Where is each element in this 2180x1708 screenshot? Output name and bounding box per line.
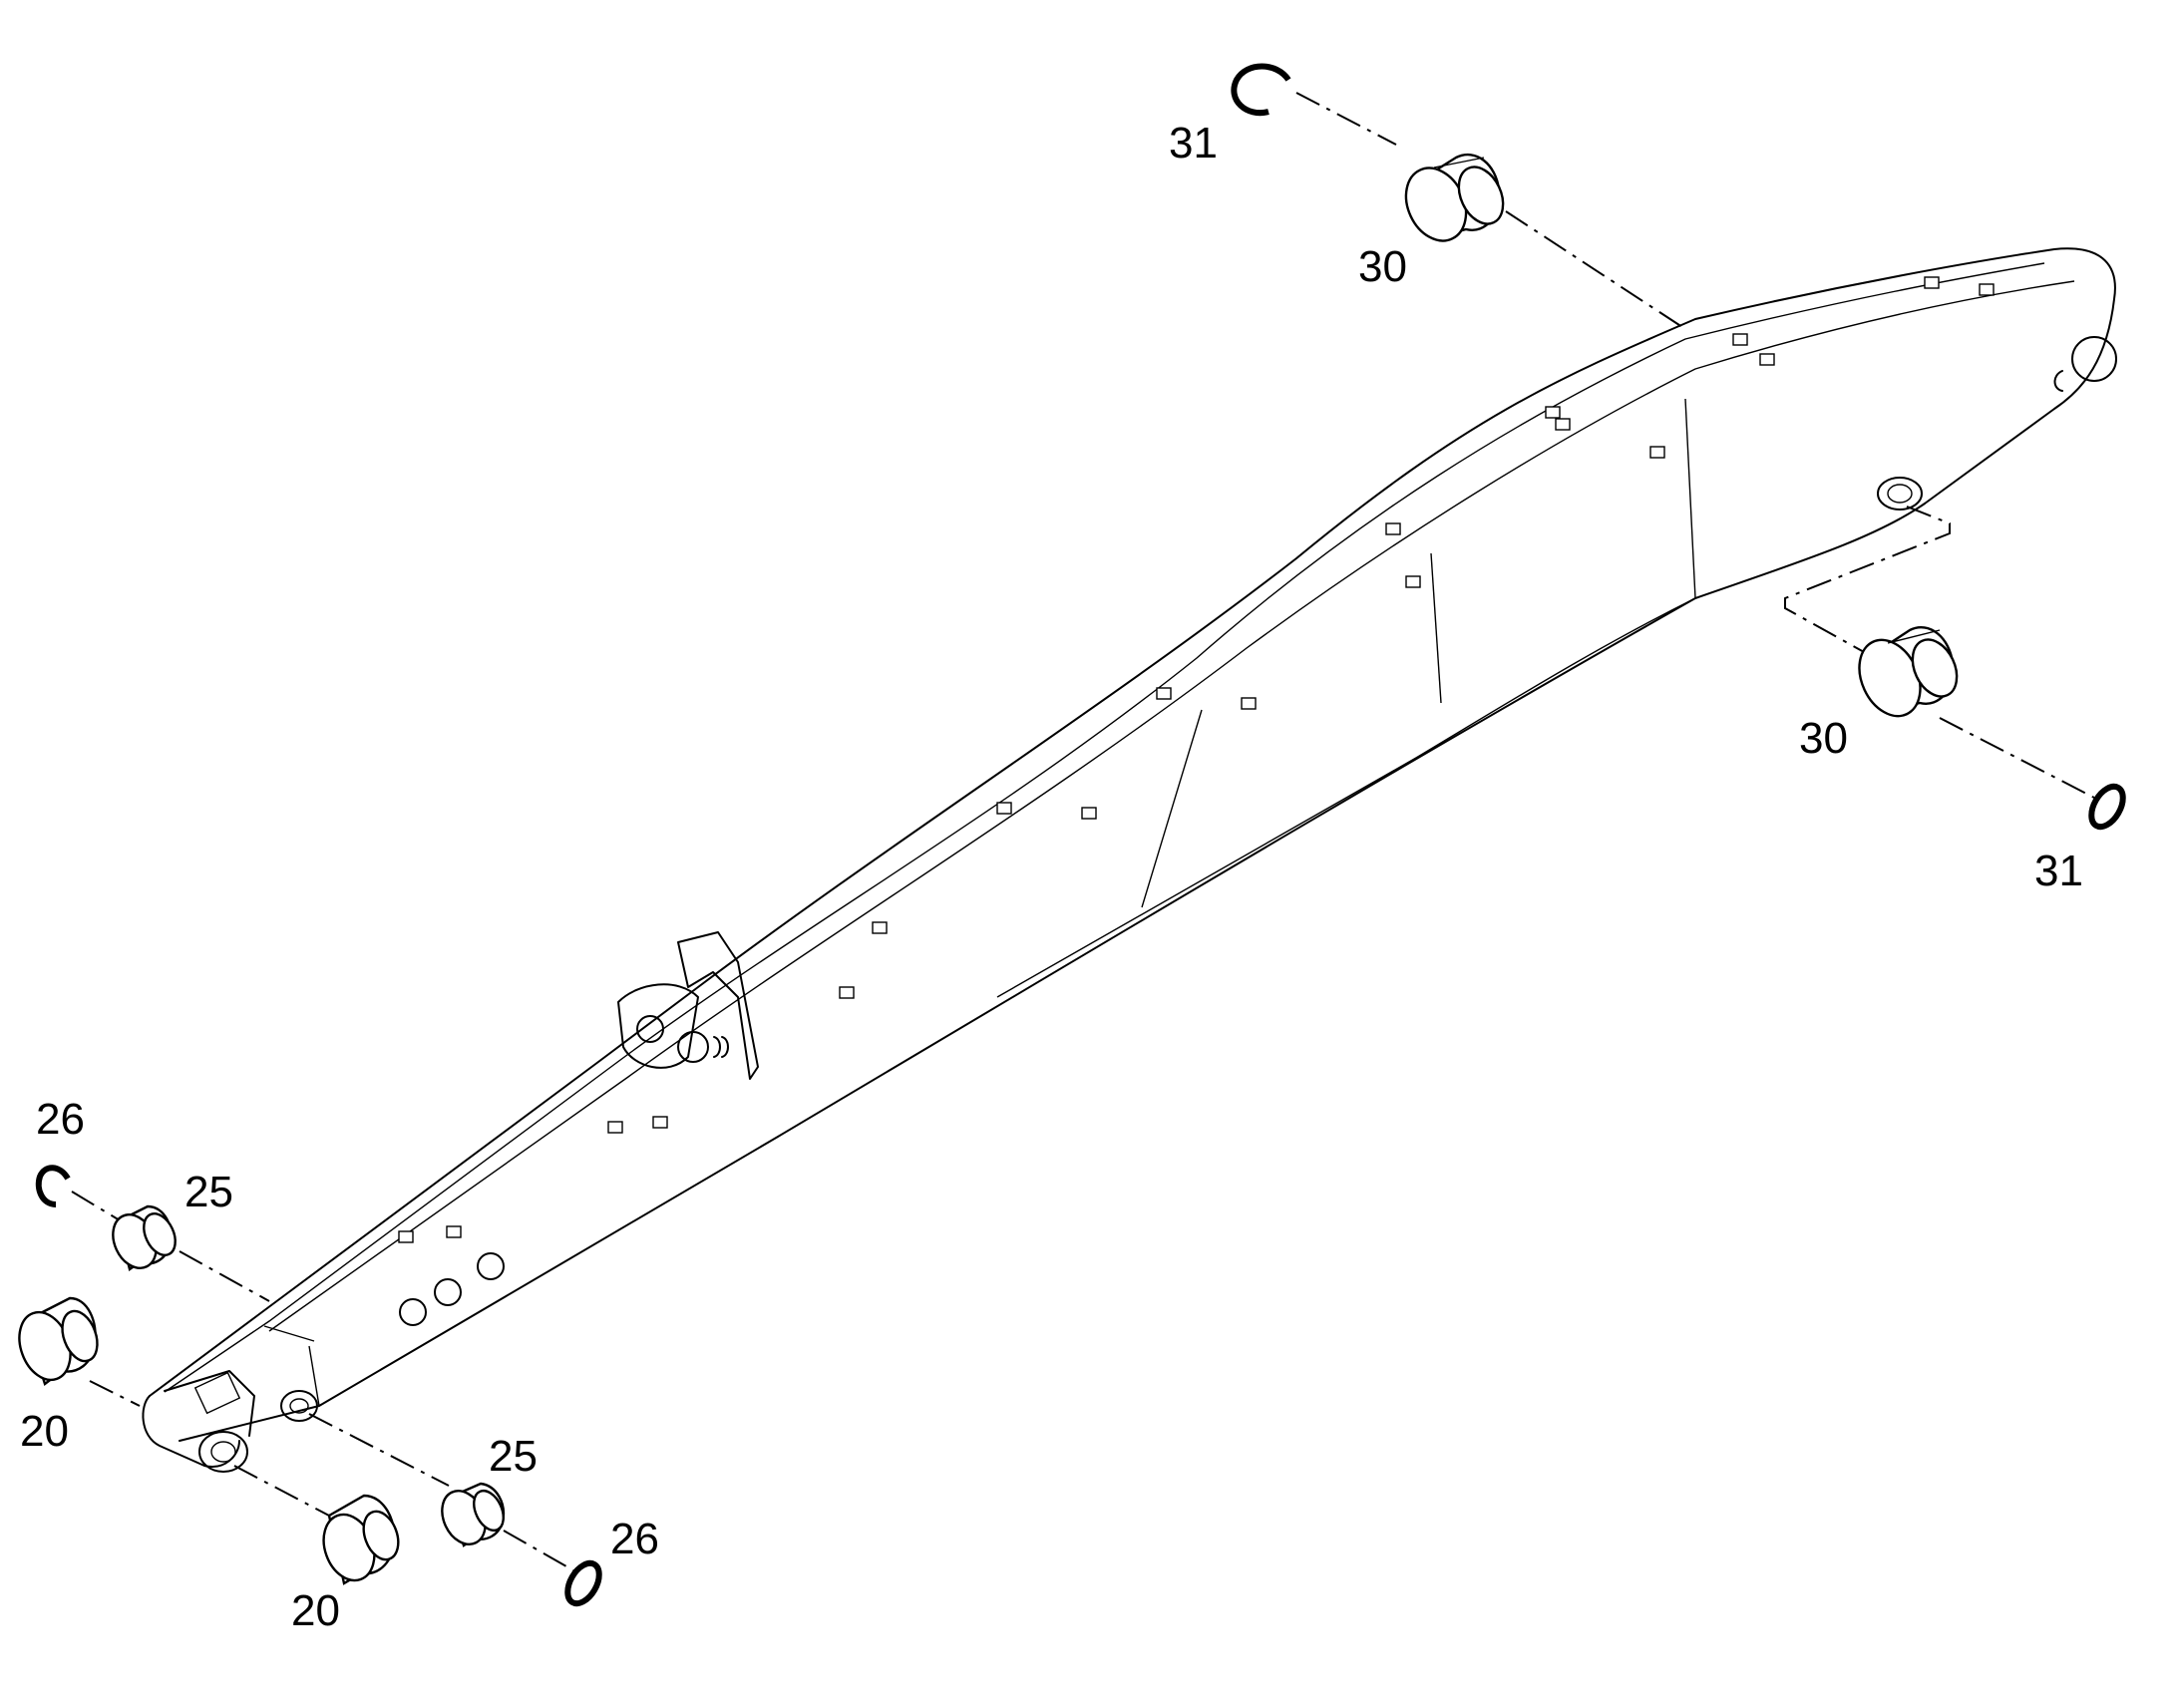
part-label-26-left: 26 [36,1095,85,1144]
part-label-31-right: 31 [2034,847,2083,895]
bushing-30-top [1404,153,1505,242]
bushing-20-left [18,1296,99,1386]
retaining-ring-26-left [35,1165,71,1207]
retaining-ring-26-bottom [564,1559,602,1607]
bushing-25-left [112,1204,177,1271]
part-label-25-left: 25 [184,1168,233,1216]
part-label-30-right: 30 [1799,714,1848,763]
retaining-ring-31-right [2088,783,2126,831]
part-label-30-top: 30 [1358,242,1407,291]
bushing-25-bottom [441,1482,506,1547]
bushing-20-bottom [322,1494,400,1585]
part-label-31-top: 31 [1169,119,1218,168]
retaining-ring-31-top [1231,63,1291,117]
part-label-20-bottom: 20 [291,1586,340,1635]
part-label-25-bottom: 25 [489,1432,538,1481]
part-label-26-bottom: 26 [610,1515,659,1563]
boom-arm [142,247,2117,1473]
part-label-20-left: 20 [20,1407,69,1456]
assembly-leader-lines [71,92,2095,1571]
bushing-30-right [1858,626,1959,718]
